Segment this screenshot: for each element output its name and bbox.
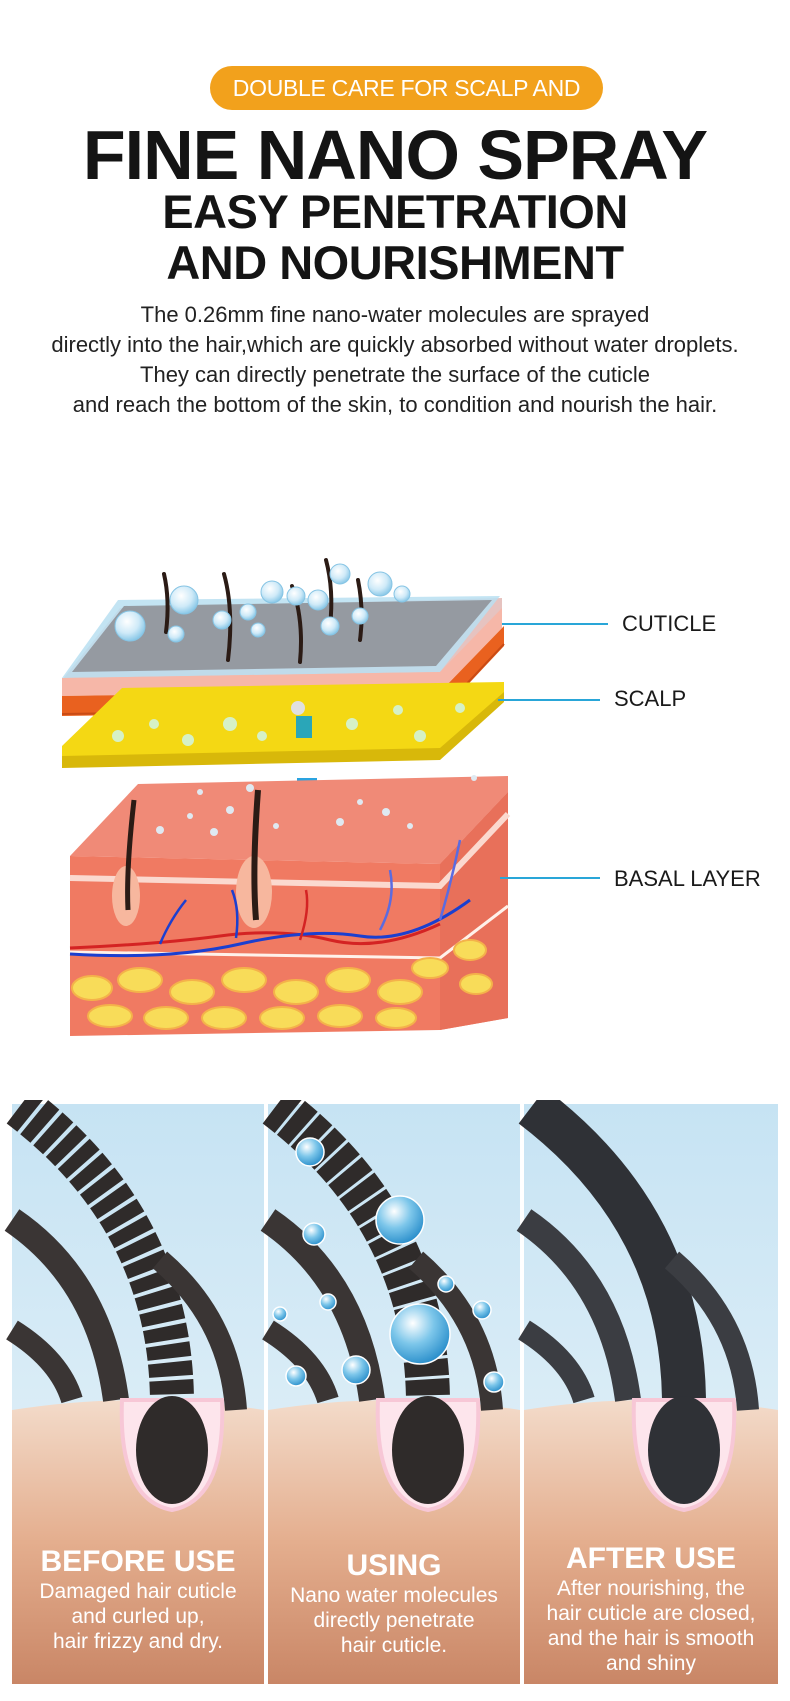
scalp-dots [112, 701, 465, 746]
description-line-3: They can directly penetrate the surface … [140, 362, 650, 387]
subtitle-line-1: EASY PENETRATION [162, 185, 628, 238]
panel-before-use-heading: BEFORE USE [40, 1545, 236, 1578]
panel-using-body: Nano water molecules directly penetrate … [268, 1583, 520, 1658]
panel-using-heading: USING [346, 1549, 442, 1582]
water-droplets [272, 1137, 505, 1393]
page-title: FINE NANO SPRAY [82, 116, 708, 194]
panel-before-use-body: Damaged hair cuticle and curled up, hair… [12, 1579, 264, 1654]
comparison-panels [4, 1100, 778, 1684]
panel-using-line-3: hair cuticle. [340, 1634, 448, 1657]
bubbles [114, 563, 411, 643]
skin-layers-diagram [61, 558, 608, 1036]
panel-after-use-line-3: and the hair is smooth [547, 1627, 755, 1650]
panel-after-use-heading: AFTER USE [565, 1542, 736, 1575]
top-badge: DOUBLE CARE FOR SCALP AND HAIR [210, 66, 603, 145]
scalp-plate [62, 682, 504, 768]
panel-using [260, 1100, 520, 1684]
panel-after-use [516, 1100, 778, 1684]
description-line-1: The 0.26mm fine nano-water molecules are… [140, 302, 650, 327]
panel-after-use-body: After nourishing, the hair cuticle are c… [524, 1576, 778, 1676]
skin-block [69, 776, 511, 1036]
scalp-label: SCALP [614, 686, 687, 711]
panel-using-text: USING Nano water molecules directly pene… [268, 1549, 520, 1658]
description-line-2: directly into the hair,which are quickly… [51, 332, 739, 357]
description-line-4: and reach the bottom of the skin, to con… [72, 392, 718, 417]
subtitle-line-2: AND NOURISHMENT [166, 236, 624, 289]
panel-after-use-text: AFTER USE After nourishing, the hair cut… [524, 1542, 778, 1676]
panel-using-line-2: directly penetrate [313, 1609, 475, 1632]
cuticle-label: CUTICLE [622, 611, 717, 636]
skin-top-droplets [156, 775, 477, 836]
basal-layer-label: BASAL LAYER [614, 866, 761, 891]
description: The 0.26mm fine nano-water molecules are… [0, 300, 790, 420]
panel-after-use-line-2: hair cuticle are closed, [546, 1602, 756, 1625]
panel-using-line-1: Nano water molecules [290, 1584, 498, 1607]
page-subtitle: EASY PENETRATION AND NOURISHMENT [0, 186, 790, 288]
panel-after-use-line-1: After nourishing, the [557, 1577, 745, 1600]
panel-before-use-line-1: Damaged hair cuticle [39, 1580, 237, 1603]
panel-before-use-text: BEFORE USE Damaged hair cuticle and curl… [12, 1545, 264, 1654]
panel-after-use-line-4: and shiny [606, 1652, 696, 1675]
fat-cells [71, 939, 493, 1030]
panel-before-use-line-2: and curled up, [71, 1605, 205, 1628]
panel-before-use [4, 1100, 264, 1684]
panel-before-use-line-3: hair frizzy and dry. [53, 1630, 223, 1653]
